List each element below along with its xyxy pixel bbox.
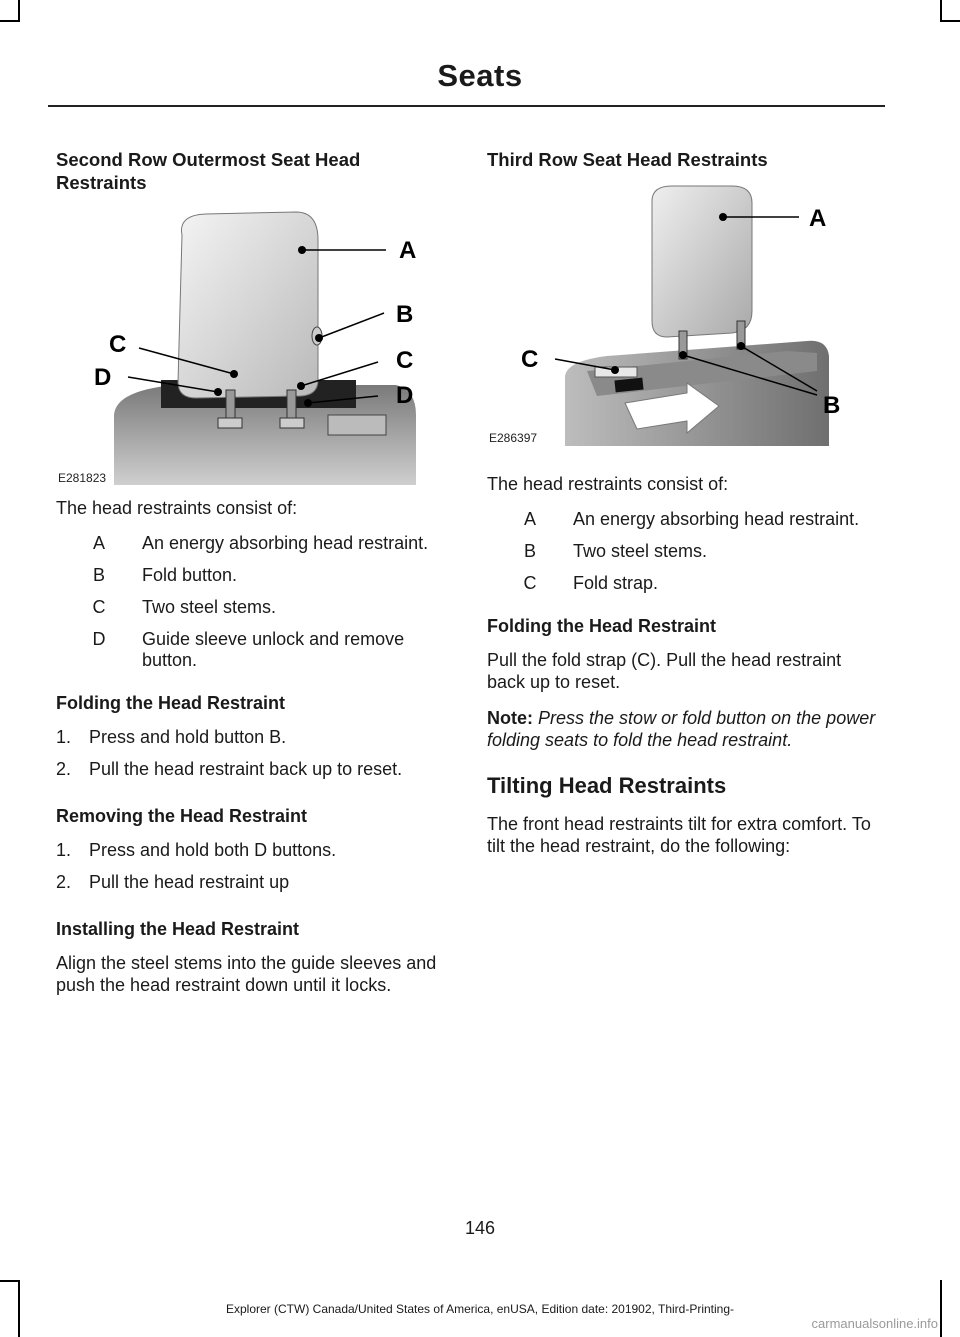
item-letter: B: [523, 541, 536, 561]
step-number: 1.: [56, 727, 72, 747]
installing-heading: Installing the Head Restraint: [56, 919, 300, 939]
list-item: C Fold strap.: [487, 573, 882, 594]
figure-code: E281823: [58, 471, 107, 485]
folding-heading: Folding the Head Restraint: [487, 616, 717, 636]
list-item: B Fold button.: [56, 565, 451, 586]
callout-a: A: [399, 237, 416, 264]
callout-b: B: [396, 301, 413, 328]
page-title: Seats: [437, 58, 523, 93]
intro-text: The head restraints consist of:: [56, 498, 298, 518]
step-text: Press and hold button B.: [89, 727, 287, 747]
header-rule: [48, 105, 885, 107]
list-item: D Guide sleeve unlock and remove button.: [56, 629, 451, 671]
item-text: Fold strap.: [573, 573, 659, 593]
callout-c-right: C: [396, 347, 413, 374]
crop-mark-top-left: [18, 0, 20, 22]
item-text: An energy absorbing head restraint.: [142, 533, 429, 553]
component-list: A An energy absorbing head restraint. B …: [487, 509, 882, 594]
callout-b: B: [823, 392, 840, 419]
callout-d-left: D: [94, 364, 111, 391]
step-text: Press and hold both D buttons.: [89, 840, 337, 860]
crop-mark-top-right-h: [940, 20, 960, 22]
item-text: An energy absorbing head restraint.: [573, 509, 860, 529]
intro-text: The head restraints consist of:: [487, 474, 729, 494]
installing-text: Align the steel stems into the guide sle…: [56, 953, 437, 995]
figure-code: E286397: [489, 431, 538, 445]
folding-text: Pull the fold strap (C). Pull the head r…: [487, 650, 842, 692]
step-number: 1.: [56, 840, 72, 860]
note: Note: Press the stow or fold button on t…: [487, 707, 882, 751]
left-column: Second Row Outermost Seat Head Restraint…: [56, 148, 451, 1010]
step-number: 2.: [56, 872, 72, 892]
callout-c-left: C: [109, 331, 126, 358]
crop-mark-top-right: [940, 0, 942, 22]
item-letter: A: [92, 533, 105, 553]
item-text: Fold button.: [142, 565, 238, 585]
tilting-heading: Tilting Head Restraints: [487, 773, 727, 798]
section-heading-third-row: Third Row Seat Head Restraints: [487, 149, 768, 170]
callout-a: A: [809, 205, 826, 232]
step-text: Pull the head restraint up: [89, 872, 290, 892]
callout-c: C: [521, 346, 538, 373]
footer-text: Explorer (CTW) Canada/United States of A…: [225, 1302, 735, 1316]
crop-mark-bottom-left-h: [0, 1280, 20, 1282]
list-item: A An energy absorbing head restraint.: [56, 533, 451, 554]
step-number: 2.: [56, 759, 72, 779]
item-letter: B: [92, 565, 105, 585]
item-letter: A: [523, 509, 536, 529]
note-label: Note:: [487, 708, 533, 728]
head-restraint-illustration: A B C: [521, 185, 840, 446]
figure-third-row-head-restraint: A B C E286397: [487, 181, 847, 461]
section-heading-second-row: Second Row Outermost Seat Head Restraint…: [56, 149, 361, 193]
head-restraint-illustration: A B C C D D: [94, 211, 416, 485]
list-item: C Two steel stems.: [56, 597, 451, 618]
item-letter: D: [92, 629, 106, 649]
component-list: A An energy absorbing head restraint. B …: [56, 533, 451, 671]
figure-second-row-head-restraint: A B C C D D E281823: [56, 210, 416, 485]
callout-d-right: D: [396, 382, 413, 409]
watermark: carmanualsonline.info: [811, 1316, 938, 1331]
item-text: Guide sleeve unlock and remove button.: [142, 629, 405, 670]
crop-mark-bottom-right: [940, 1280, 942, 1337]
list-item: B Two steel stems.: [487, 541, 882, 562]
folding-heading: Folding the Head Restraint: [56, 693, 286, 713]
step-text: Pull the head restraint back up to reset…: [89, 759, 403, 779]
step-item: 1. Press and hold both D buttons.: [56, 839, 451, 861]
removing-heading: Removing the Head Restraint: [56, 806, 308, 826]
right-column: Third Row Seat Head Restraints: [487, 148, 882, 871]
crop-mark-top-left-h: [0, 20, 20, 22]
step-item: 2. Pull the head restraint back up to re…: [56, 758, 451, 780]
step-item: 2. Pull the head restraint up: [56, 871, 451, 893]
item-text: Two steel stems.: [142, 597, 277, 617]
item-letter: C: [523, 573, 537, 593]
tilting-text: The front head restraints tilt for extra…: [487, 814, 871, 856]
step-item: 1. Press and hold button B.: [56, 726, 451, 748]
item-text: Two steel stems.: [573, 541, 708, 561]
crop-mark-bottom-left: [18, 1280, 20, 1337]
page-number: 146: [464, 1218, 496, 1238]
list-item: A An energy absorbing head restraint.: [487, 509, 882, 530]
note-text: Press the stow or fold button on the pow…: [487, 708, 876, 750]
item-letter: C: [92, 597, 106, 617]
